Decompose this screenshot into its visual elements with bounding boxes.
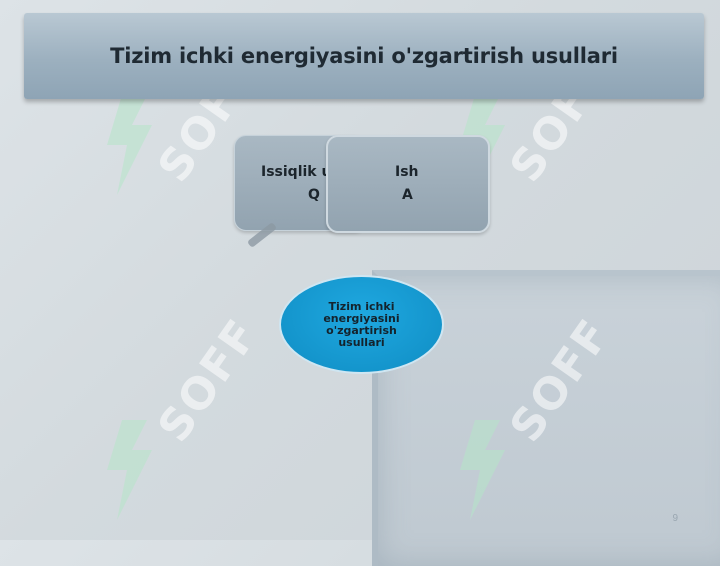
title-bar: Tizim ichki energiyasini o'zgartirish us… (24, 13, 704, 99)
center-ellipse: Tizim ichki energiyasini o'zgartirish us… (279, 275, 444, 374)
slide-title: Tizim ichki energiyasini o'zgartirish us… (110, 44, 618, 68)
box-work: Ish A (326, 135, 490, 233)
ellipse-text: Tizim ichki energiyasini o'zgartirish us… (323, 299, 400, 349)
watermark-text: SOFF (148, 309, 269, 452)
box-heat-label: Issiqlik u (261, 164, 332, 180)
box-work-symbol: A (402, 187, 413, 203)
box-heat-symbol: Q (308, 187, 320, 203)
page-number: 9 (672, 513, 678, 524)
box-work-label: Ish (395, 164, 419, 180)
